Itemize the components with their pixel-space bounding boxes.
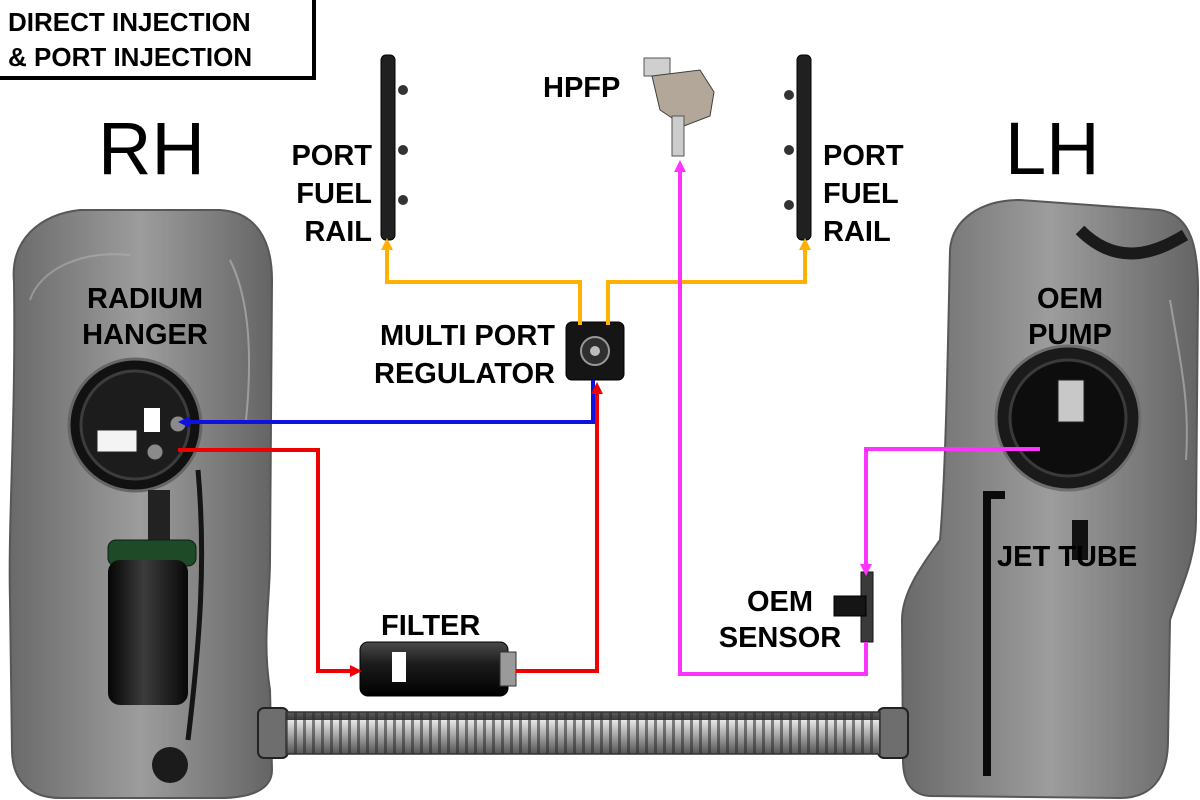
diagram-title-box: DIRECT INJECTION & PORT INJECTION [0, 0, 316, 80]
jet-tube-label: JET TUBE [997, 541, 1138, 573]
port-fuel-rail-rh-label-line-2: FUEL [296, 178, 372, 210]
port-injection-feed-line [381, 238, 811, 325]
oem-pump-label-line-1: OEM [1036, 283, 1104, 315]
port-fuel-rail-lh-label-line-1: PORT [823, 140, 904, 172]
lh-fuel-tank [900, 198, 1200, 800]
radium-hanger-label-line-2: HANGER [82, 319, 208, 351]
filter-part [359, 641, 517, 697]
oem-sensor-part [833, 571, 874, 643]
title-line-1: DIRECT INJECTION [8, 7, 251, 37]
port-fuel-rail-lh-part [784, 54, 812, 241]
radium-hanger-assembly [67, 357, 205, 783]
feed-line [178, 382, 603, 677]
oem-sensor-label-line-2: SENSOR [718, 622, 842, 654]
lh-side-label: LH [1005, 107, 1100, 190]
oem-pump-label-line-2: PUMP [1028, 319, 1112, 351]
filter-label: FILTER [381, 610, 481, 642]
port-fuel-rail-rh-part [380, 54, 408, 241]
jet-tube [983, 491, 1005, 776]
regulator-label-line-1: MULTI PORT [379, 320, 555, 352]
hpfp-part [643, 57, 715, 157]
port-fuel-rail-lh-label-line-3: RAIL [823, 216, 891, 248]
oem-sensor-label-line-1: OEM [746, 586, 814, 618]
rh-fuel-tank [8, 209, 274, 799]
direct-injection-feed-line [674, 160, 1040, 676]
rh-side-label: RH [98, 107, 205, 190]
port-fuel-rail-rh-label-line-3: RAIL [304, 216, 372, 248]
title-line-2: & PORT INJECTION [8, 42, 253, 72]
hpfp-label: HPFP [543, 72, 621, 104]
radium-hanger-label-line-1: RADIUM [87, 283, 203, 315]
regulator-label-line-2: REGULATOR [374, 358, 555, 390]
regulator-part [565, 321, 625, 381]
port-fuel-rail-rh-label-line-1: PORT [291, 140, 372, 172]
port-fuel-rail-lh-label-line-2: FUEL [823, 178, 899, 210]
crossover-hose [257, 707, 909, 759]
